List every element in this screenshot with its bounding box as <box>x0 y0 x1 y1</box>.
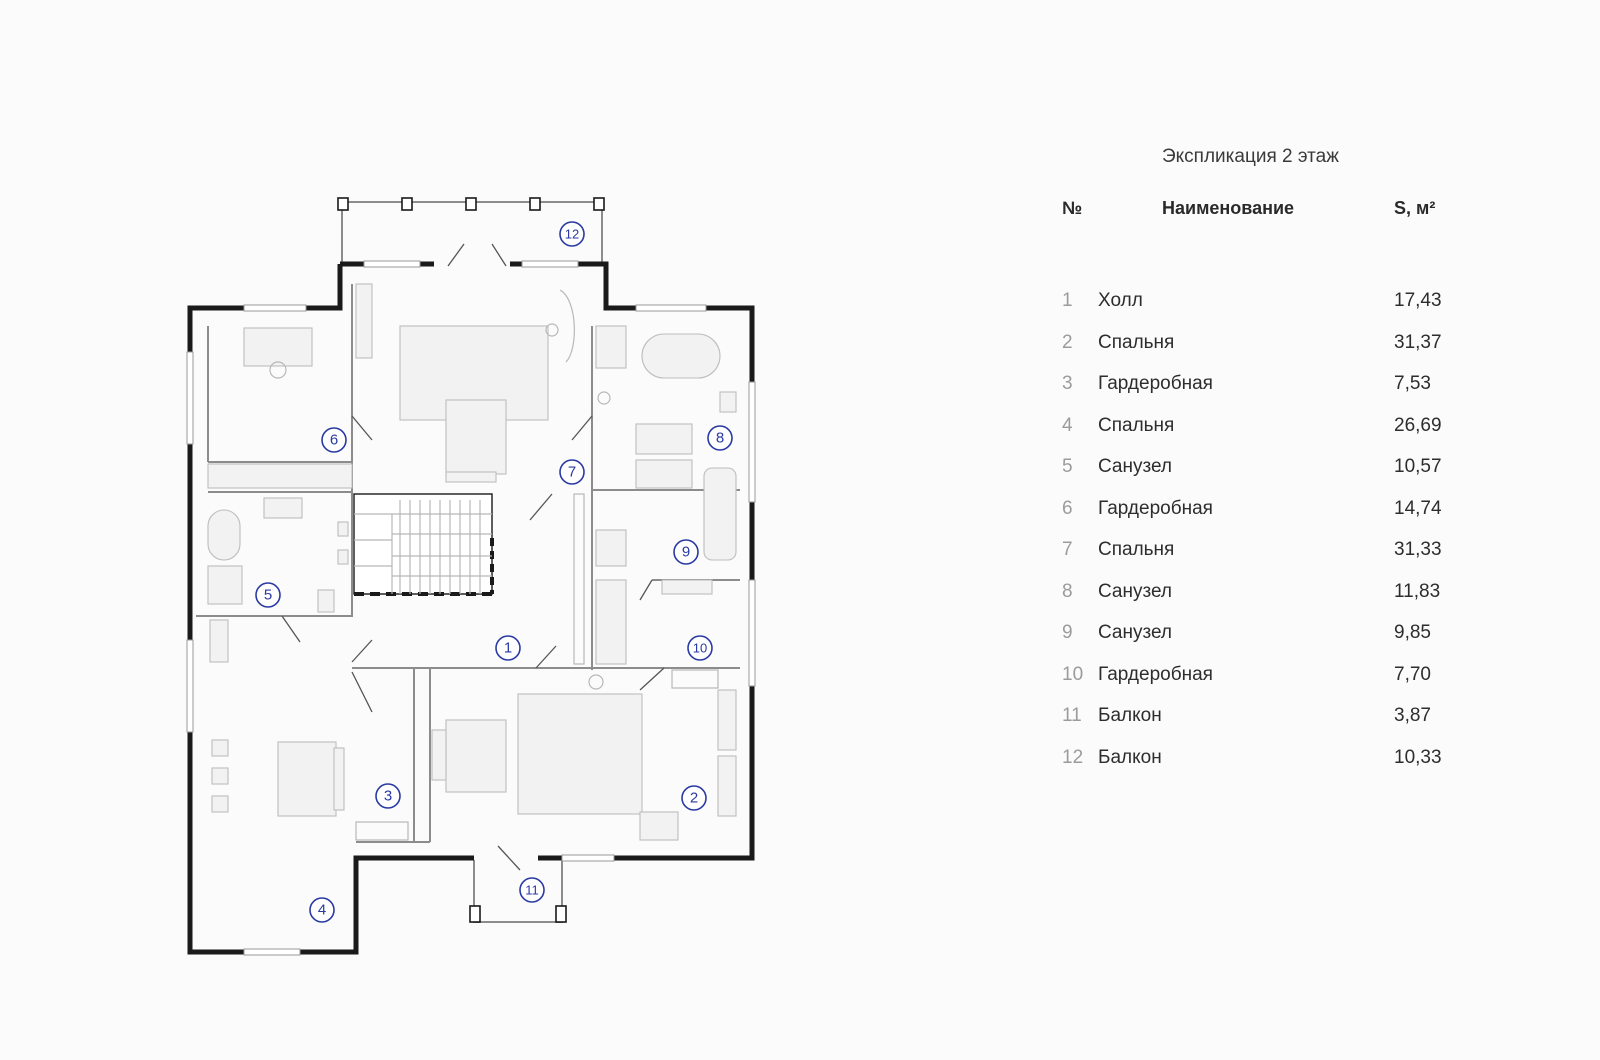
room-marker-12: 12 <box>559 221 585 247</box>
room-marker-9: 9 <box>673 539 699 565</box>
table-row: 4 Спальня 26,69 <box>1052 411 1472 453</box>
room-area: 26,69 <box>1394 414 1442 436</box>
table-row: 8 Санузел 11,83 <box>1052 577 1472 619</box>
room-name: Балкон <box>1098 705 1162 726</box>
room-marker-2: 2 <box>681 785 707 811</box>
header-number: № <box>1062 198 1083 218</box>
room-name: Гардеробная <box>1098 663 1213 685</box>
room-number: 7 <box>1062 539 1073 560</box>
room-marker-1: 1 <box>495 635 521 661</box>
floor-plan-drawing: 1 2 3 4 5 6 7 <box>186 197 756 956</box>
room-marker-4-label: 4 <box>318 902 326 919</box>
table-row: 10 Гардеробная 7,70 <box>1052 660 1472 702</box>
furniture <box>207 283 737 841</box>
room-name: Санузел <box>1098 622 1173 643</box>
room-number: 6 <box>1062 497 1073 519</box>
room-area: 11,83 <box>1394 580 1441 602</box>
room-name: Спальня <box>1098 414 1175 436</box>
room-markers: 1 2 3 4 5 6 7 <box>255 221 733 923</box>
room-marker-2-label: 2 <box>690 790 698 807</box>
table-row: 11 Балкон 3,87 <box>1052 701 1472 743</box>
table-row: 9 Санузел 9,85 <box>1052 618 1472 660</box>
room-number: 10 <box>1062 663 1084 685</box>
room-area: 17,43 <box>1394 290 1442 311</box>
room-number: 1 <box>1062 290 1073 311</box>
balcony-top <box>337 197 605 262</box>
room-marker-3: 3 <box>375 783 401 809</box>
room-name: Спальня <box>1098 331 1175 353</box>
room-area: 31,33 <box>1394 539 1442 560</box>
room-marker-5-label: 5 <box>264 587 272 604</box>
room-area: 7,70 <box>1394 663 1431 685</box>
room-name: Гардеробная <box>1098 373 1213 394</box>
room-marker-11: 11 <box>519 877 545 903</box>
table-row: 7 Спальня 31,33 <box>1052 535 1472 577</box>
room-area: 31,37 <box>1394 331 1442 353</box>
room-marker-8-label: 8 <box>716 430 724 447</box>
room-name: Спальня <box>1098 539 1175 560</box>
table-row: 3 Гардеробная 7,53 <box>1052 369 1472 411</box>
room-name: Холл <box>1098 290 1143 311</box>
room-number: 11 <box>1062 705 1082 726</box>
table-row: 5 Санузел 10,57 <box>1052 452 1472 494</box>
room-marker-7: 7 <box>559 459 585 485</box>
room-marker-10: 10 <box>687 635 713 661</box>
room-number: 12 <box>1062 746 1084 768</box>
room-area: 10,33 <box>1394 746 1442 768</box>
room-marker-4: 4 <box>309 897 335 923</box>
staircase <box>353 493 494 596</box>
room-marker-7-label: 7 <box>568 464 576 481</box>
room-marker-10-label: 10 <box>693 641 707 656</box>
room-name: Балкон <box>1098 746 1162 768</box>
table-row: 6 Гардеробная 14,74 <box>1052 494 1472 536</box>
room-name: Гардеробная <box>1098 497 1213 519</box>
room-area: 9,85 <box>1394 622 1431 643</box>
room-marker-9-label: 9 <box>682 544 690 561</box>
room-marker-1-label: 1 <box>504 640 512 657</box>
explication-rows: 1 Холл 17,43 2 Спальня 31,37 3 Гардеробн… <box>1052 286 1472 784</box>
room-marker-5: 5 <box>255 582 281 608</box>
header-area: S, м² <box>1394 198 1436 218</box>
room-name: Санузел <box>1098 580 1173 602</box>
room-marker-6: 6 <box>321 427 347 453</box>
room-area: 3,87 <box>1394 705 1431 726</box>
table-row: 2 Спальня 31,37 <box>1052 328 1472 370</box>
room-name: Санузел <box>1098 456 1173 477</box>
table-row: 1 Холл 17,43 <box>1052 286 1472 328</box>
room-marker-8: 8 <box>707 425 733 451</box>
room-number: 5 <box>1062 456 1073 477</box>
room-marker-3-label: 3 <box>384 788 392 805</box>
room-number: 8 <box>1062 580 1073 602</box>
table-row: 12 Балкон 10,33 <box>1052 743 1472 785</box>
header-name: Наименование <box>1162 198 1295 218</box>
doors <box>281 243 665 871</box>
room-number: 9 <box>1062 622 1073 643</box>
room-marker-11-label: 11 <box>525 883 539 898</box>
room-area: 7,53 <box>1394 373 1431 394</box>
room-number: 2 <box>1062 331 1073 353</box>
room-marker-12-label: 12 <box>565 227 579 242</box>
windows <box>186 260 756 956</box>
room-area: 10,57 <box>1394 456 1442 477</box>
balcony-bottom <box>469 860 567 923</box>
room-area: 14,74 <box>1394 497 1442 519</box>
room-marker-6-label: 6 <box>330 432 338 449</box>
explication-title: Экспликация 2 этаж <box>1162 146 1339 167</box>
room-number: 4 <box>1062 414 1073 436</box>
room-number: 3 <box>1062 373 1073 394</box>
